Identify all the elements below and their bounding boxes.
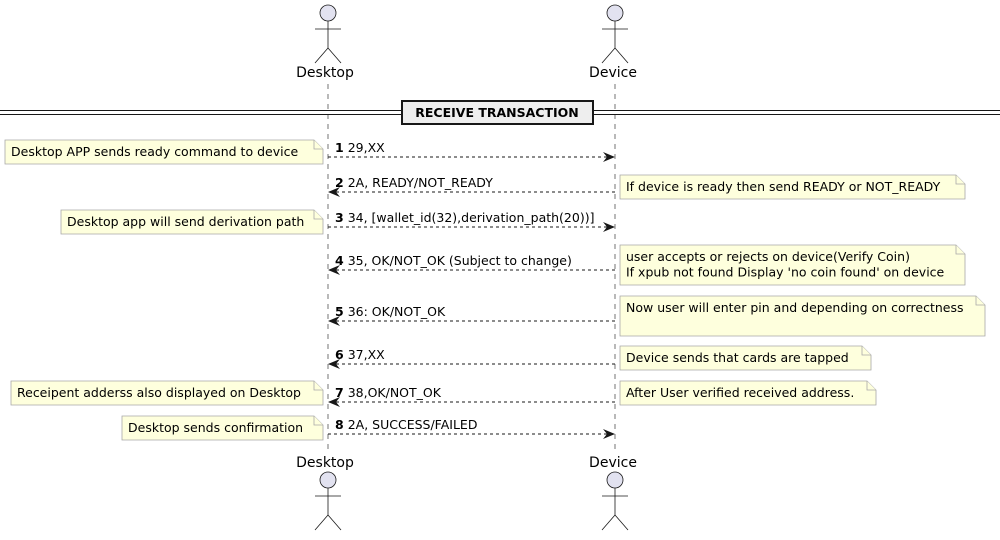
message-number: 7 <box>335 385 344 400</box>
device-actor-top: Device <box>589 4 637 81</box>
note-fold <box>866 381 876 391</box>
message-number: 4 <box>335 253 344 268</box>
note: Receipent adderss also displayed on Desk… <box>10 380 324 406</box>
message-text: 29,XX <box>348 140 385 155</box>
message-number: 3 <box>335 210 344 225</box>
message-text: 38,OK/NOT_OK <box>348 385 442 400</box>
message-label: 5 36: OK/NOT_OK <box>335 304 446 319</box>
message-label: 1 29,XX <box>335 140 385 155</box>
note-text: Desktop APP sends ready command to devic… <box>11 144 298 159</box>
message-text: 35, OK/NOT_OK (Subject to change) <box>348 253 572 268</box>
message-2: 2 2A, READY/NOT_READY <box>328 175 615 197</box>
note-text: Desktop sends confirmation <box>128 420 303 435</box>
desktop-actor-top: Desktop <box>296 4 354 81</box>
note-box <box>619 244 966 286</box>
note: Device sends that cards are tapped <box>619 345 872 371</box>
message-text: 37,XX <box>348 347 385 362</box>
desktop-actor-bottom: Desktop <box>296 455 354 531</box>
message-8: 8 2A, SUCCESS/FAILED <box>328 417 615 439</box>
note-box <box>121 415 324 441</box>
stick-figure-icon <box>601 471 629 531</box>
note: Desktop APP sends ready command to devic… <box>4 139 324 165</box>
message-7: 7 38,OK/NOT_OK <box>328 385 615 407</box>
note-text: After User verified received address. <box>626 385 854 400</box>
note-text: Device sends that cards are tapped <box>626 350 849 365</box>
message-number: 2 <box>335 175 344 190</box>
message-label: 7 38,OK/NOT_OK <box>335 385 442 400</box>
note: user accepts or rejects on device(Verify… <box>619 244 966 286</box>
device-actor-bottom: Device <box>589 455 637 531</box>
message-6: 6 37,XX <box>328 347 615 369</box>
note-fold <box>313 210 323 220</box>
message-1: 1 29,XX <box>328 140 615 162</box>
message-number: 1 <box>335 140 344 155</box>
device-actor-label: Device <box>589 455 637 471</box>
note-fold <box>955 175 965 185</box>
note-text: If device is ready then send READY or NO… <box>626 179 941 194</box>
message-text: 2A, SUCCESS/FAILED <box>348 417 478 432</box>
note-box <box>10 380 324 406</box>
stick-figure-icon <box>314 4 342 64</box>
stick-figure-icon <box>314 471 342 531</box>
message-number: 6 <box>335 347 344 362</box>
message-text: 36: OK/NOT_OK <box>348 304 446 319</box>
note-box <box>60 209 324 235</box>
message-number: 8 <box>335 417 344 432</box>
stick-figure-icon <box>601 4 629 64</box>
note-text: Receipent adderss also displayed on Desk… <box>17 385 301 400</box>
note-fold <box>313 381 323 391</box>
note-box <box>619 380 877 406</box>
message-text: 34, [wallet_id(32),derivation_path(20))] <box>348 210 595 225</box>
message-3: 3 34, [wallet_id(32),derivation_path(20))… <box>328 210 615 232</box>
desktop-actor-label: Desktop <box>296 65 354 81</box>
note-box <box>4 139 324 165</box>
note-fold <box>313 140 323 150</box>
message-5: 5 36: OK/NOT_OK <box>328 304 615 326</box>
message-label: 6 37,XX <box>335 347 385 362</box>
note: After User verified received address. <box>619 380 877 406</box>
message-number: 5 <box>335 304 344 319</box>
message-label: 4 35, OK/NOT_OK (Subject to change) <box>335 253 572 268</box>
note-text: user accepts or rejects on device(Verify… <box>626 249 910 264</box>
note-text: Desktop app will send derivation path <box>67 214 304 229</box>
note: Desktop sends confirmation <box>121 415 324 441</box>
note-box <box>619 295 986 337</box>
device-actor-label: Device <box>589 65 637 81</box>
note-text: Now user will enter pin and depending on… <box>626 300 964 315</box>
note-box <box>619 174 966 200</box>
message-label: 2 2A, READY/NOT_READY <box>335 175 493 190</box>
note: Now user will enter pin and depending on… <box>619 295 986 337</box>
message-label: 8 2A, SUCCESS/FAILED <box>335 417 477 432</box>
note-fold <box>955 245 965 255</box>
note: If device is ready then send READY or NO… <box>619 174 966 200</box>
message-4: 4 35, OK/NOT_OK (Subject to change) <box>328 253 615 275</box>
note-fold <box>313 416 323 426</box>
note-box <box>619 345 872 371</box>
note-text: If xpub not found Display 'no coin found… <box>626 265 945 280</box>
note-fold <box>975 296 985 306</box>
message-label: 3 34, [wallet_id(32),derivation_path(20))… <box>335 210 594 225</box>
note-fold <box>861 346 871 356</box>
note: Desktop app will send derivation path <box>60 209 324 235</box>
section-divider: RECEIVE TRANSACTION <box>0 100 1000 125</box>
message-text: 2A, READY/NOT_READY <box>348 175 494 190</box>
desktop-actor-label: Desktop <box>296 455 354 471</box>
divider-label: RECEIVE TRANSACTION <box>415 105 579 120</box>
